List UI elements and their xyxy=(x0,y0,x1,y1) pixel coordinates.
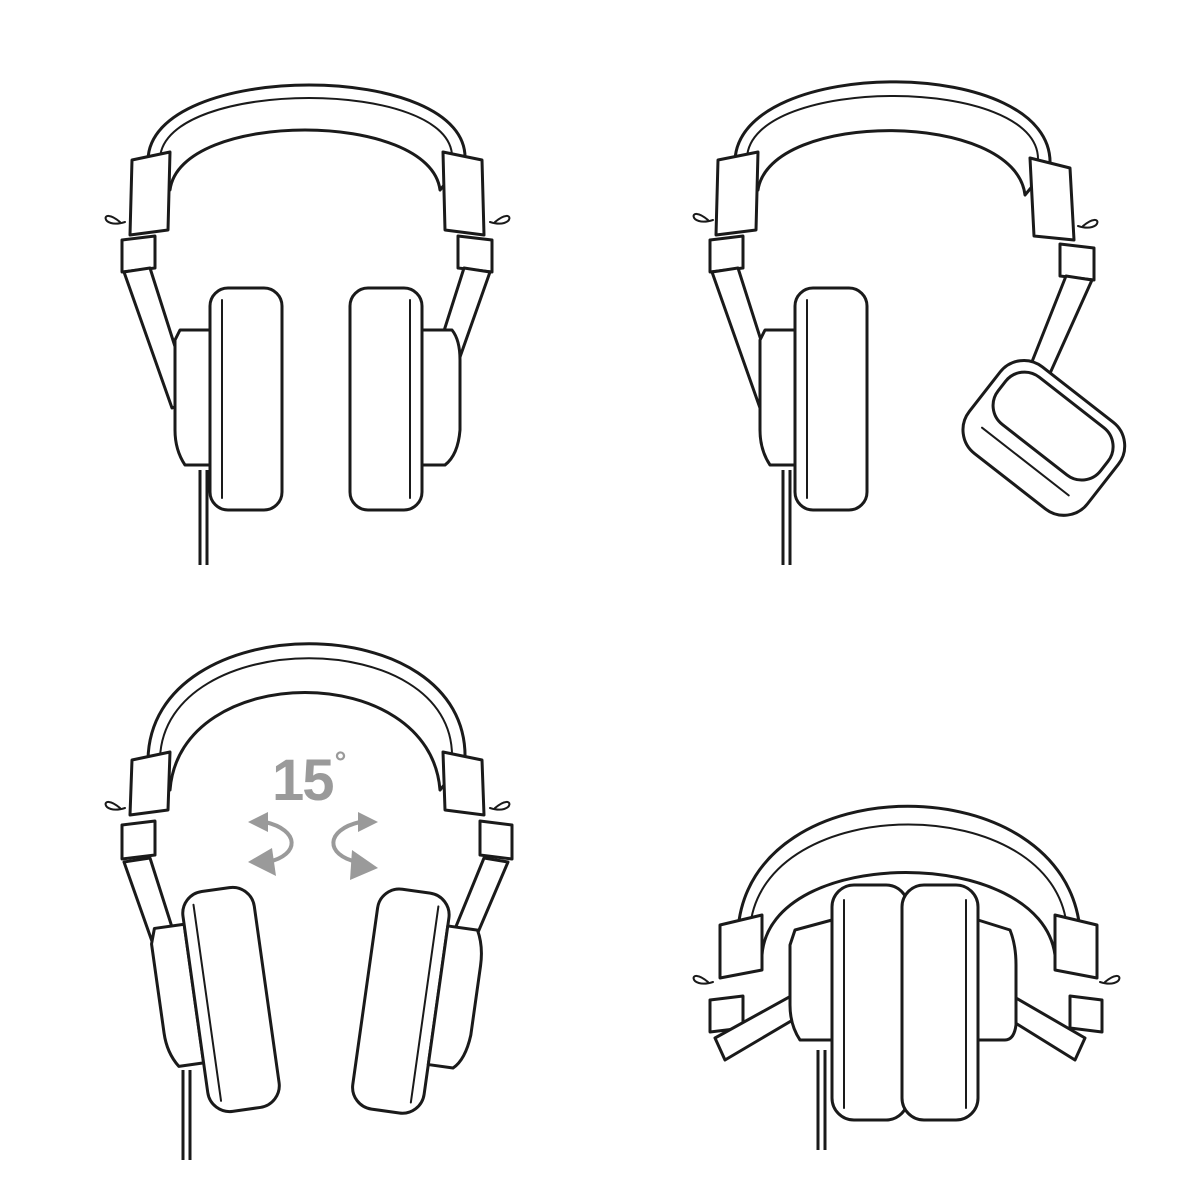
panel-standard-view xyxy=(0,0,600,600)
right-earpad xyxy=(900,883,980,1122)
rotate-arrows-left xyxy=(248,812,294,876)
left-slider xyxy=(718,913,764,980)
left-hinge-loop xyxy=(104,801,126,811)
left-slider xyxy=(714,150,760,237)
left-hinge-loop xyxy=(692,975,714,985)
headphones-front-illustration xyxy=(104,83,511,565)
right-slider xyxy=(441,150,486,237)
left-housing xyxy=(173,328,212,467)
back-housing-right xyxy=(976,918,1018,1042)
headband xyxy=(733,80,1052,197)
left-earpad xyxy=(208,286,284,512)
left-earcup-tilted xyxy=(150,885,281,1114)
rotation-angle-unit: ° xyxy=(334,746,347,779)
cable xyxy=(781,470,792,565)
right-slider xyxy=(441,750,486,817)
headband xyxy=(146,83,467,192)
left-slider xyxy=(128,150,172,237)
headphones-tilt-illustration xyxy=(104,642,514,1160)
panel-swivel-view xyxy=(600,0,1200,600)
right-earcup-swiveled xyxy=(961,358,1127,517)
headphones-folded-illustration xyxy=(692,804,1121,1150)
right-housing xyxy=(420,328,462,467)
panel-tilt-view xyxy=(0,600,600,1200)
right-hinge-loop xyxy=(489,801,511,811)
rotation-angle-label: 15° xyxy=(272,748,347,810)
panel-folded-view xyxy=(600,600,1200,1200)
left-hinge-loop xyxy=(692,213,714,223)
cable xyxy=(181,1070,192,1160)
left-slider xyxy=(128,750,172,817)
rotate-arrows-right xyxy=(331,812,378,880)
right-earpad xyxy=(348,286,424,512)
right-earcup-tilted xyxy=(351,887,483,1115)
rotation-angle-value: 15 xyxy=(272,748,334,813)
headphones-swivel-illustration xyxy=(692,80,1127,565)
right-hinge-loop xyxy=(1099,975,1121,985)
right-slider xyxy=(1053,913,1099,980)
cable xyxy=(198,470,209,565)
left-hinge-loop xyxy=(104,215,126,225)
right-slider xyxy=(1028,156,1076,242)
right-hinge-loop xyxy=(489,215,511,225)
cable xyxy=(816,1050,827,1150)
back-housing-left xyxy=(788,918,834,1042)
right-hinge-loop xyxy=(1077,219,1099,229)
left-housing xyxy=(758,328,797,467)
left-earpad xyxy=(793,286,869,512)
